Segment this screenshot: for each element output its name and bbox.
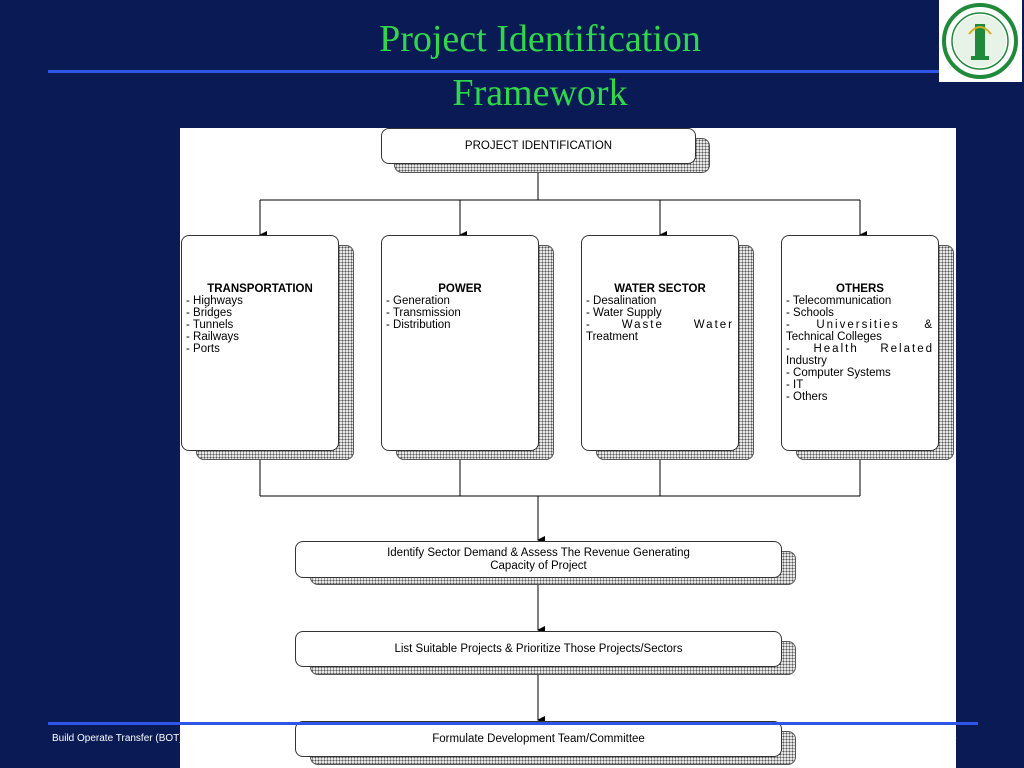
slide-title-line-2: Framework (452, 72, 628, 114)
sector-item: - Waste Water (586, 319, 734, 331)
sector-item: - Telecommunication (786, 295, 892, 307)
sector-item: - Bridges (186, 307, 233, 319)
sector-item: - Distribution (386, 319, 451, 331)
sector-heading: OTHERS (836, 283, 884, 295)
sector-item: - Schools (786, 307, 834, 319)
sector-item: - Generation (386, 295, 450, 307)
step-box-prioritize: List Suitable Projects & Prioritize Thos… (295, 631, 782, 667)
slide-title-line-1: Project Identification (379, 18, 701, 60)
sector-item: Technical Colleges (786, 331, 882, 343)
step-box-team: Formulate Development Team/Committee (295, 721, 782, 757)
sector-item: - IT (786, 379, 804, 391)
sector-heading: TRANSPORTATION (207, 283, 313, 295)
footer-text: Build Operate Transfer (BOT) (52, 733, 183, 744)
footer-rule (48, 722, 978, 725)
step-box-demand: Identify Sector Demand & Assess The Reve… (295, 541, 782, 578)
sector-box-power: POWER - Generation - Transmission - Dist… (381, 235, 539, 451)
sector-item: - Highways (186, 295, 243, 307)
title-rule (48, 70, 978, 73)
page-number: 6 (950, 730, 957, 744)
project-identification-box: PROJECT IDENTIFICATION (381, 128, 696, 164)
sector-item: - Water Supply (586, 307, 662, 319)
sector-item: - Railways (186, 331, 240, 343)
sector-heading: WATER SECTOR (614, 283, 706, 295)
university-seal-icon (939, 0, 1022, 82)
connector-lines (259, 164, 867, 724)
sector-item: Treatment (586, 331, 638, 343)
step-demand-line-1: Identify Sector Demand & Assess The Reve… (387, 547, 690, 559)
sector-item: - Others (786, 391, 828, 403)
sector-item: - Transmission (386, 307, 461, 319)
step-demand-line-2: Capacity of Project (490, 560, 587, 572)
project-identification-label: PROJECT IDENTIFICATION (464, 140, 613, 152)
sector-item: - Desalination (586, 295, 657, 307)
sector-item: - Computer Systems (786, 367, 891, 379)
step-prioritize-label: List Suitable Projects & Prioritize Thos… (394, 643, 683, 655)
sector-heading: POWER (438, 283, 482, 295)
sector-item: - Ports (186, 343, 220, 355)
sector-box-water: WATER SECTOR - Desalination - Water Supp… (581, 235, 739, 451)
step-team-label: Formulate Development Team/Committee (432, 733, 645, 745)
sector-box-others: OTHERS - Telecommunication - Schools - U… (781, 235, 939, 451)
sector-item: - Tunnels (186, 319, 234, 331)
sector-item: - Universities & (786, 319, 934, 331)
sector-item: - Health Related (786, 343, 934, 355)
sector-box-transportation: TRANSPORTATION - Highways - Bridges - Tu… (181, 235, 339, 451)
sector-item: Industry (786, 355, 827, 367)
diagram-canvas: PROJECT IDENTIFICATION TRANSPORTATION - … (180, 128, 956, 768)
